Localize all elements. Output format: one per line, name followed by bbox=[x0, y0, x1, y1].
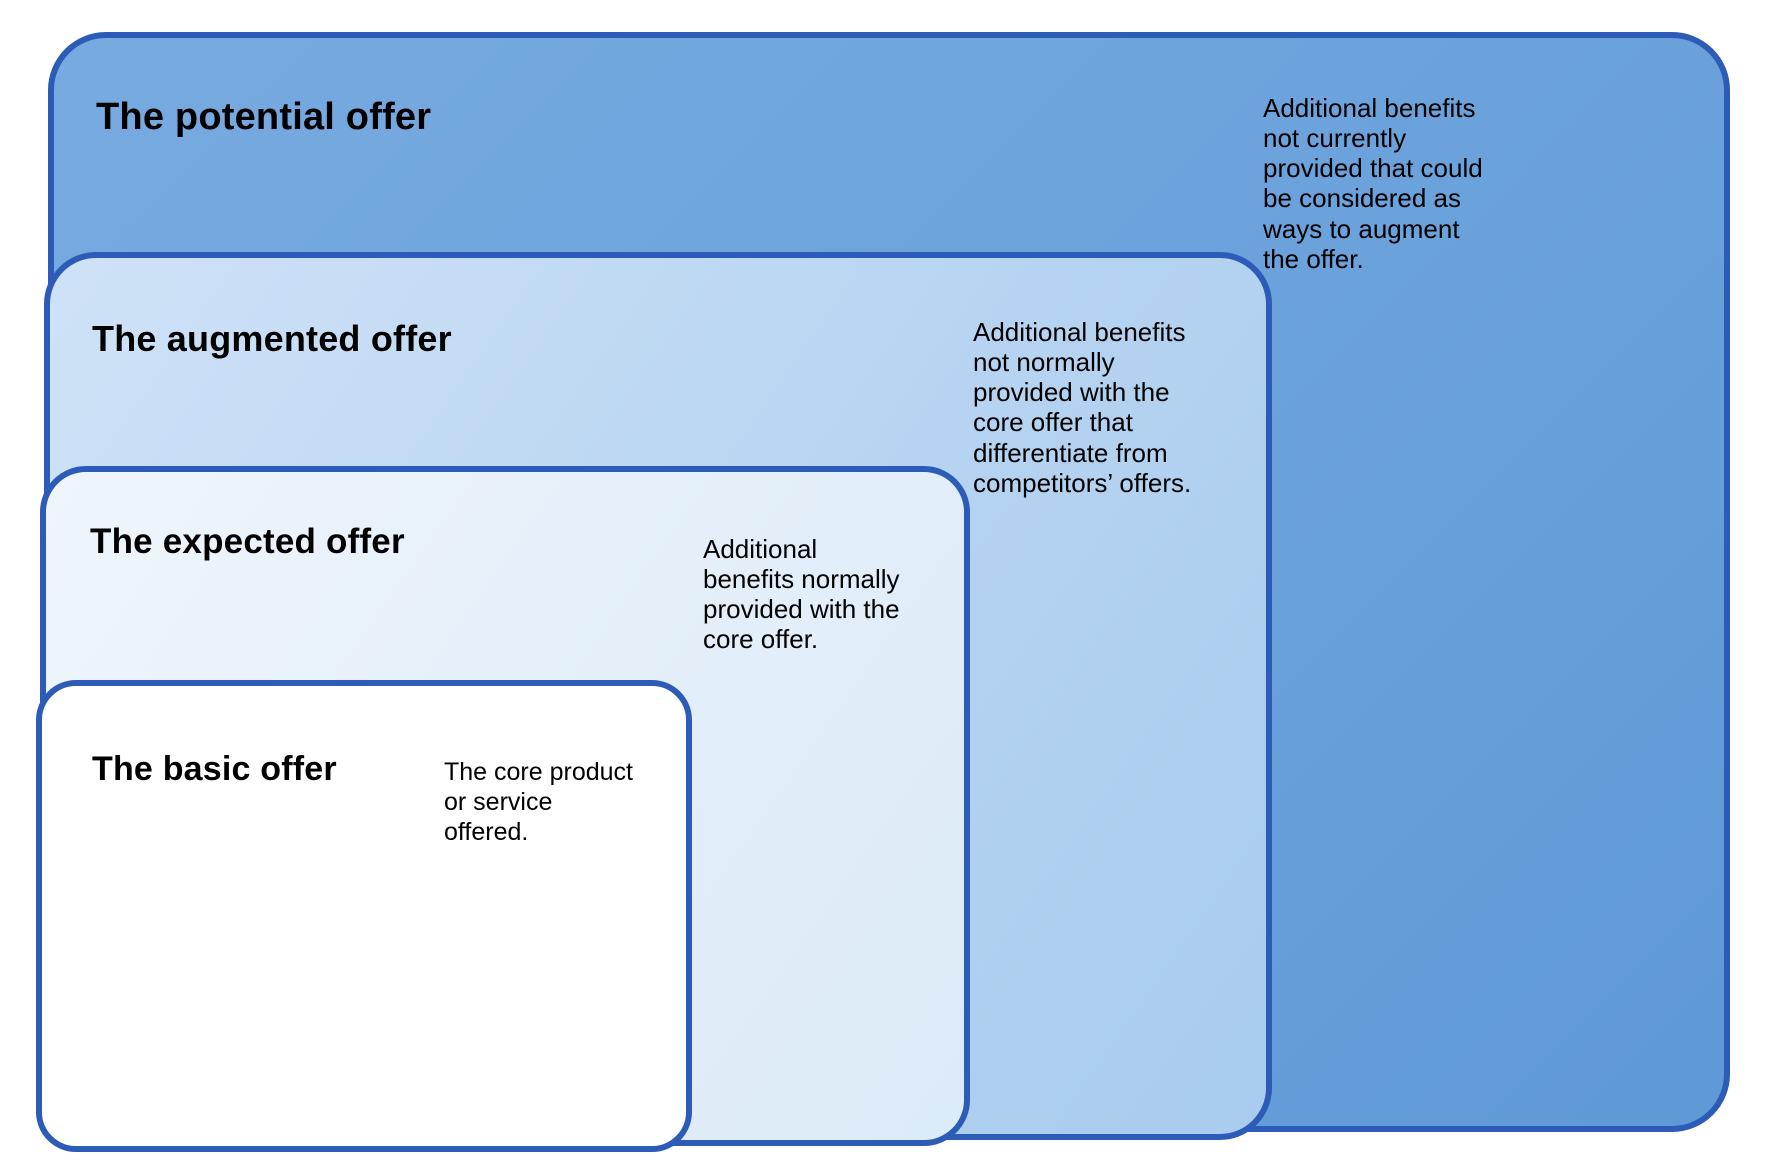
ring-title-expected-offer: The expected offer bbox=[90, 522, 405, 561]
ring-description-augmented-offer: Additional benefits not normally provide… bbox=[973, 317, 1192, 498]
ring-description-basic-offer: The core product or service offered. bbox=[444, 758, 633, 846]
ring-description-potential-offer: Additional benefits not currently provid… bbox=[1263, 93, 1483, 274]
ring-title-augmented-offer: The augmented offer bbox=[92, 318, 452, 359]
ring-title-basic-offer: The basic offer bbox=[92, 750, 337, 788]
ring-title-potential-offer: The potential offer bbox=[96, 96, 432, 138]
ring-basic-offer bbox=[36, 680, 692, 1152]
ring-description-expected-offer: Additional benefits normally provided wi… bbox=[703, 534, 900, 655]
